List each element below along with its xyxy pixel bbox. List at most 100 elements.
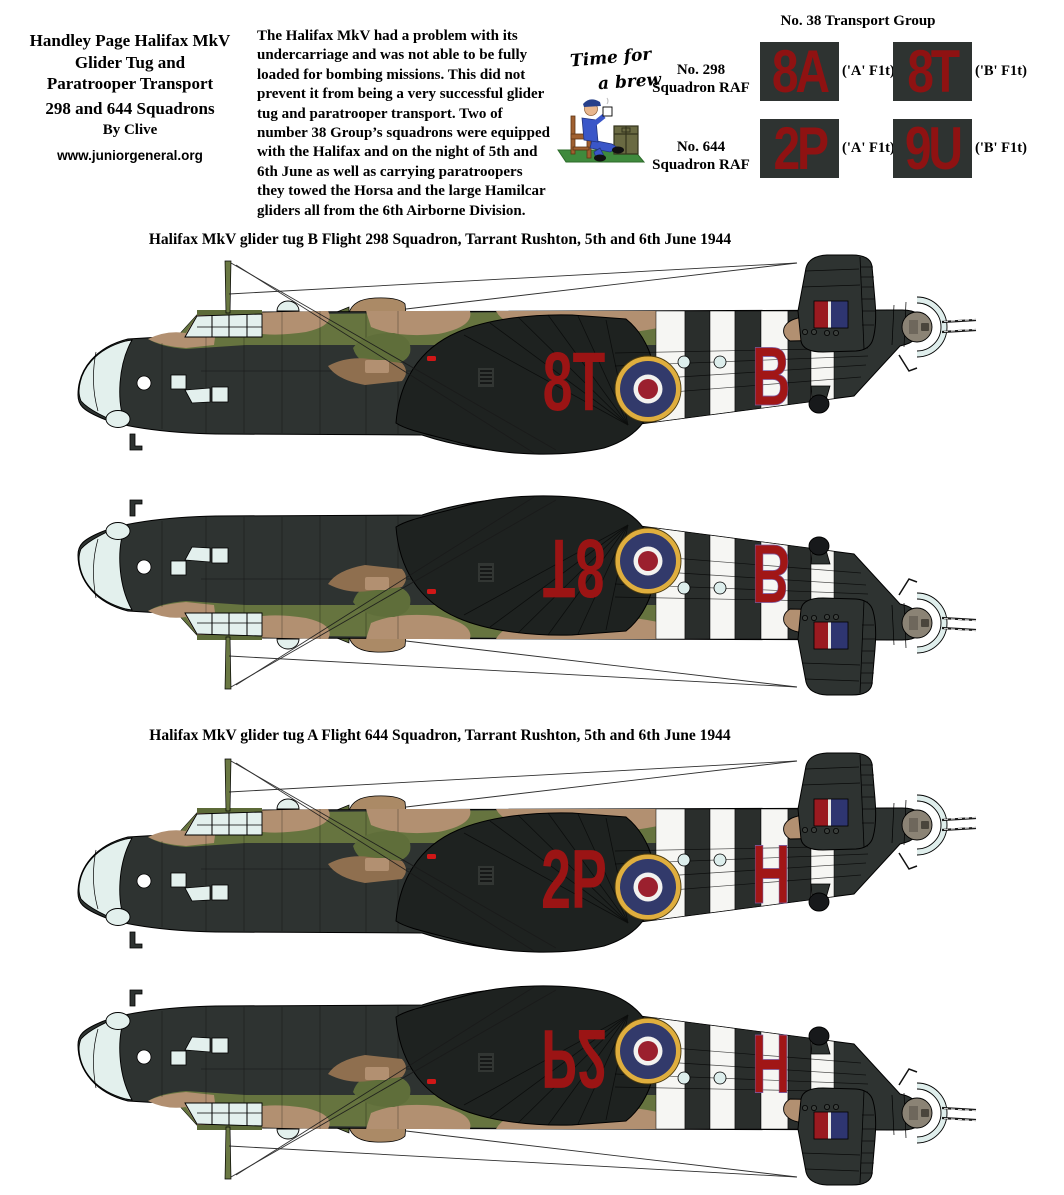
- tail-fin: [797, 1087, 877, 1186]
- halifax-profile: 8T B: [77, 254, 977, 455]
- engine-nacelle: [395, 985, 656, 1126]
- aerial-wires: [228, 262, 798, 454]
- fuselage-windows: [170, 1036, 229, 1066]
- nav-light: [427, 854, 436, 859]
- tail-wheel: [808, 852, 918, 912]
- aerial-wires: [228, 496, 798, 688]
- entry-step: [129, 433, 143, 451]
- fuselage-porthole: [713, 853, 727, 867]
- airman-figure: [581, 97, 624, 162]
- aerial-mast: [224, 636, 232, 690]
- tail-turret: [891, 794, 977, 856]
- tailplane-holes: [802, 1103, 840, 1111]
- tea-break-cartoon: [557, 97, 646, 163]
- fuselage-porthole: [677, 355, 691, 369]
- tailplane-holes: [802, 827, 840, 835]
- fuselage-windows: [170, 546, 229, 576]
- turret-guns: [941, 816, 977, 832]
- tail-turret: [891, 296, 977, 358]
- squadron-label-298: No. 298 Squadron RAF: [652, 62, 750, 96]
- astrodome: [276, 300, 300, 312]
- aircraft-profile-298-upper: 8T B: [66, 253, 1062, 473]
- tail-fin: [797, 254, 877, 353]
- tail-wheel: [808, 536, 918, 596]
- raf-roundel: [614, 527, 682, 595]
- nav-light: [427, 356, 436, 361]
- nose-porthole: [136, 873, 152, 889]
- nose-glazing: [78, 837, 152, 926]
- flight-label-644-a: ('A' F1t): [842, 140, 895, 156]
- astrodome: [276, 638, 300, 650]
- page-title-line3: Paratrooper Transport: [46, 74, 214, 93]
- page-title-line2: Glider Tug and: [74, 52, 186, 72]
- tailplane-holes: [802, 329, 840, 337]
- far-wing-shape: [331, 635, 407, 653]
- flight-label-298-a: ('A' F1t): [842, 63, 895, 79]
- nose-porthole: [136, 375, 152, 391]
- title-block: Handley Page Halifax MkV Glider Tug and …: [4, 30, 256, 163]
- fuselage-porthole: [677, 853, 691, 867]
- fuselage-porthole: [713, 355, 727, 369]
- engine-nacelle: [395, 812, 656, 953]
- invasion-stripes: [655, 808, 835, 921]
- nav-light: [427, 589, 436, 594]
- code-swatch-8T: 8T: [893, 42, 972, 102]
- squadron-code-text: T8: [543, 522, 606, 616]
- website-url: www.juniorgeneral.org: [57, 147, 203, 163]
- turret-guns: [941, 616, 977, 632]
- turret-guns: [941, 1106, 977, 1122]
- page-title-line1: Handley Page Halifax MkV: [29, 31, 231, 50]
- aerial-mast: [224, 1126, 232, 1180]
- tail-turret: [891, 592, 977, 654]
- fin-flash: [813, 1111, 849, 1140]
- code-swatch-9U: 9U: [893, 119, 972, 179]
- code-swatch-8A: 8A: [760, 42, 839, 102]
- code-swatch-2P: 2P: [760, 119, 839, 179]
- nose-glazing: [78, 522, 152, 611]
- nav-light: [427, 1079, 436, 1084]
- aerial-wires: [228, 760, 798, 952]
- caption-298: Halifax MkV glider tug B Flight 298 Squa…: [148, 231, 732, 248]
- caption-644: Halifax MkV glider tug A Flight 644 Squa…: [149, 727, 731, 744]
- aircraft-letter-text: H: [752, 827, 791, 921]
- brew-caption-line1: Time for: [569, 44, 653, 72]
- aerial-mast: [224, 260, 232, 314]
- squadron-label-644: No. 644 Squadron RAF: [652, 139, 750, 173]
- squadron-code-text: 8T: [543, 334, 606, 428]
- tail-wheel: [808, 1026, 918, 1086]
- raf-roundel: [614, 853, 682, 921]
- squadrons-title: 298 and 644 Squadrons: [45, 98, 215, 118]
- steam: [606, 97, 609, 105]
- byline: By Clive: [102, 121, 158, 138]
- aerial-wires: [228, 986, 798, 1178]
- raf-roundel: [614, 355, 682, 423]
- description-paragraph: The Halifax MkV had a problem with its u…: [257, 28, 550, 219]
- aircraft-profile-298-lower-mirrored: T8 B: [66, 477, 1062, 697]
- tailplane-holes: [802, 613, 840, 621]
- aircraft-profile-644-lower-mirrored: P2 H: [66, 967, 1062, 1187]
- aircraft-letter-text: H: [752, 1017, 791, 1111]
- tail-fin: [797, 597, 877, 696]
- fuselage-windows: [170, 872, 229, 902]
- nose-glazing: [78, 339, 152, 428]
- fuselage-porthole: [677, 1071, 691, 1085]
- fuselage-porthole: [713, 1071, 727, 1085]
- halifax-profile: T8 B: [77, 495, 977, 696]
- group-title: No. 38 Transport Group: [780, 13, 936, 29]
- entry-step: [129, 989, 143, 1007]
- fin-flash: [813, 300, 849, 329]
- fin-flash: [813, 798, 849, 827]
- aircraft-profile-644-upper: 2P H: [66, 751, 1062, 971]
- nose-porthole: [136, 1049, 152, 1065]
- engine-nacelle: [395, 495, 656, 636]
- astrodome: [276, 798, 300, 810]
- tail-wheel: [808, 354, 918, 414]
- squadron-code-text: P2: [541, 1012, 607, 1106]
- astrodome: [276, 1128, 300, 1140]
- halifax-profile: P2 H: [77, 985, 977, 1186]
- tail-turret: [891, 1082, 977, 1144]
- nose-glazing: [78, 1012, 152, 1101]
- flight-label-298-b: ('B' F1t): [975, 63, 1027, 79]
- fuselage-porthole: [713, 581, 727, 595]
- squadron-code-text: 2P: [541, 832, 607, 926]
